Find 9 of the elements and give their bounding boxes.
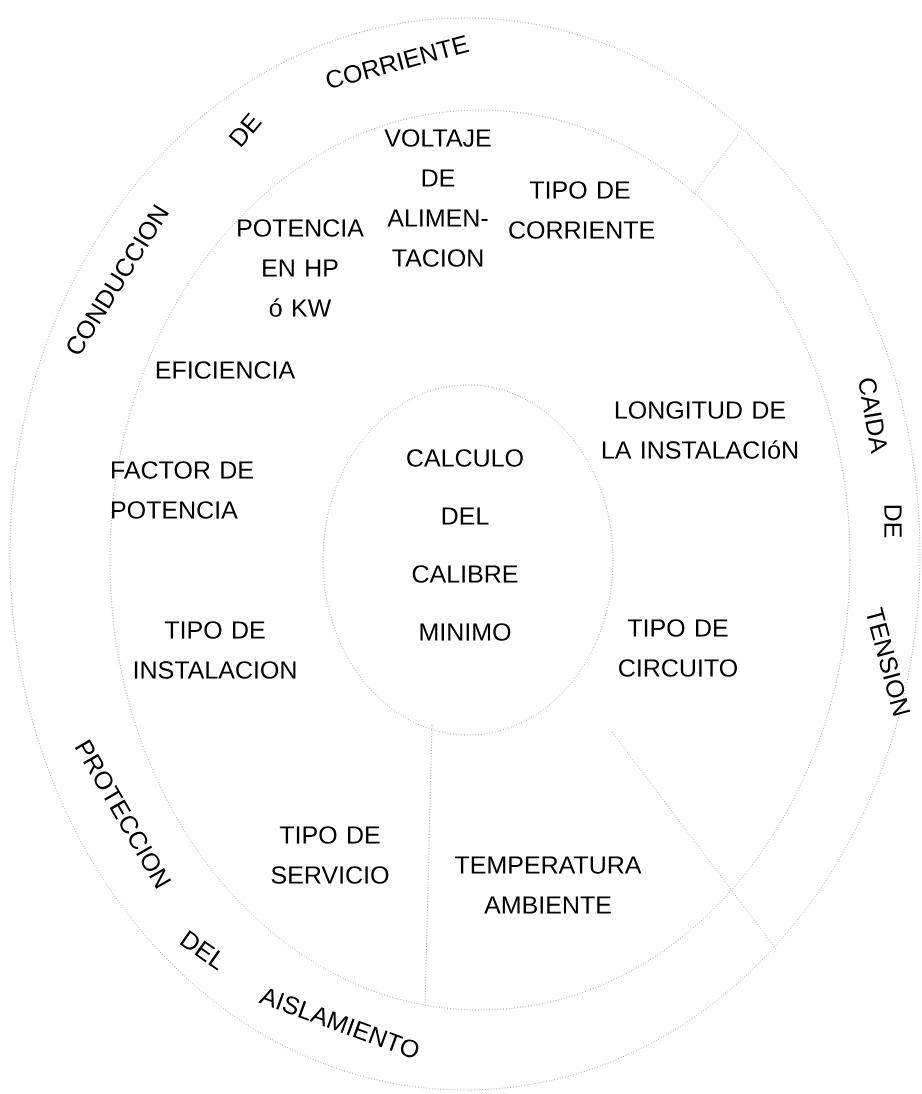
- factor-label: FACTOR DE POTENCIA: [112, 461, 253, 519]
- factor-label: LONGITUD DE LA INSTALACIóN: [602, 401, 798, 459]
- factor-label: TIPO DE SERVICIO: [271, 826, 389, 884]
- factor-label: POTENCIA EN HP ó KW: [238, 219, 364, 317]
- factor-label: EFICIENCIA: [156, 361, 296, 379]
- factor-label: TIPO DE INSTALACION: [134, 621, 296, 679]
- factor-label: TIPO DE CORRIENTE: [509, 181, 655, 239]
- factor-label: VOLTAJE DE ALIMEN- TACION: [384, 129, 491, 267]
- factor-label: TEMPERATURA AMBIENTE: [455, 856, 642, 914]
